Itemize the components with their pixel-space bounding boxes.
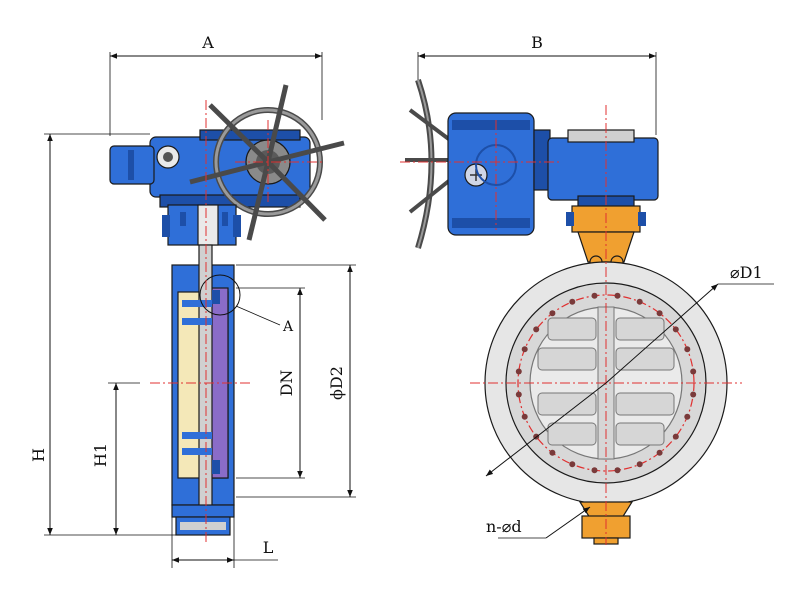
svg-text:DN: DN: [277, 370, 296, 397]
bolt-hole: [591, 292, 598, 299]
bolt-hole: [549, 449, 556, 456]
svg-text:n-⌀d: n-⌀d: [486, 517, 522, 536]
svg-text:H: H: [29, 448, 48, 462]
side-view: A: [109, 84, 345, 545]
disc-ribs: [537, 306, 675, 460]
bolt-hole: [515, 368, 522, 375]
handwheel-front: [405, 79, 452, 249]
dimension-D2: ϕD2: [236, 264, 356, 498]
dimension-H1: H1: [91, 382, 140, 535]
bolt-hole: [690, 391, 697, 398]
gearbox-front: [447, 112, 535, 236]
svg-text:ϕD2: ϕD2: [327, 366, 346, 400]
bottom-cover: [171, 504, 235, 518]
bolt-hole: [569, 298, 576, 305]
svg-text:⌀D1: ⌀D1: [730, 263, 763, 282]
dimension-L: L: [171, 517, 278, 568]
bolt-hole: [569, 461, 576, 468]
bolt-hole: [591, 467, 598, 474]
svg-text:A: A: [201, 33, 214, 52]
bolt-hole: [614, 467, 621, 474]
bolt-hole: [636, 298, 643, 305]
dimension-B: B: [417, 33, 657, 135]
bolt-hole: [672, 326, 679, 333]
bolt-hole: [521, 346, 528, 353]
bolt-hole: [549, 310, 556, 317]
bolt-hole: [656, 449, 663, 456]
dimension-DN: DN: [236, 287, 305, 479]
bolt-holes: [515, 292, 697, 474]
detail-circle: [199, 274, 241, 316]
bolt-hole: [614, 292, 621, 299]
bolt-hole: [533, 326, 540, 333]
bolt-hole: [690, 368, 697, 375]
dimension-H: H: [29, 133, 176, 536]
detail-label: A: [282, 319, 294, 335]
front-view: [400, 79, 742, 545]
actuator-housing: [547, 137, 659, 201]
dimension-D1: ⌀D1: [485, 263, 774, 477]
bolt-hole: [636, 461, 643, 468]
bolt-hole: [684, 346, 691, 353]
bolt-hole: [515, 391, 522, 398]
bolt-hole: [521, 413, 528, 420]
dimension-bolt-holes: n-⌀d: [486, 506, 591, 539]
bolt-hole: [672, 433, 679, 440]
bolt-hole: [684, 413, 691, 420]
bolt-hole: [656, 310, 663, 317]
svg-text:L: L: [263, 538, 274, 557]
svg-text:H1: H1: [91, 443, 110, 467]
svg-text:B: B: [531, 33, 543, 52]
dimension-A: A: [109, 33, 323, 136]
